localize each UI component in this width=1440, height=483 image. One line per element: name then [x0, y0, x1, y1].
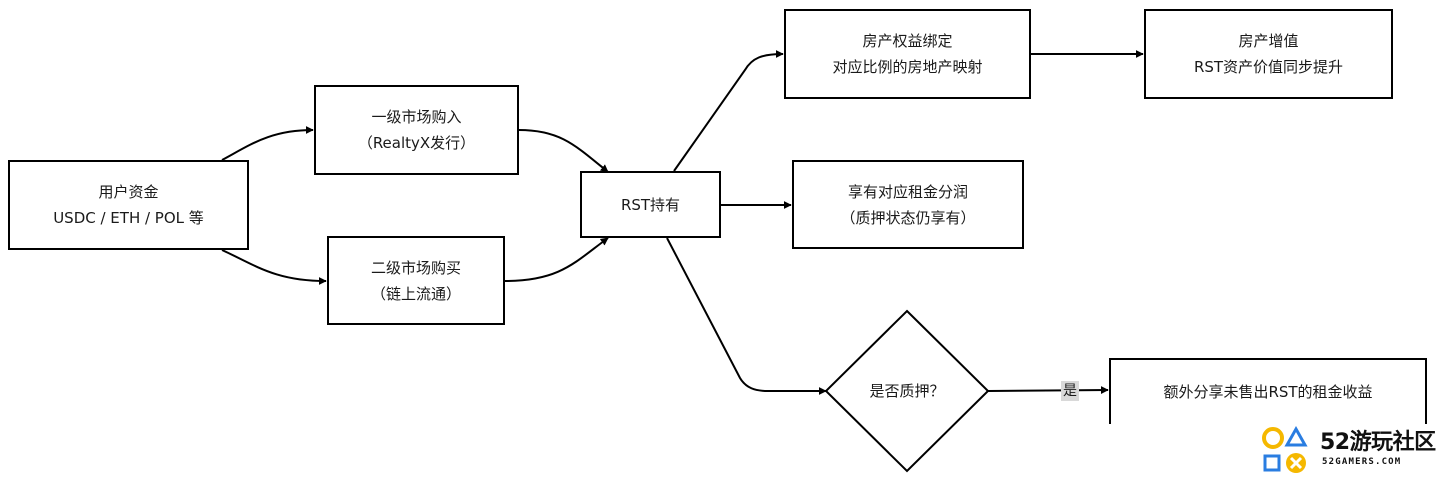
- property-appreciation-subtitle: RST资产价值同步提升: [1193, 58, 1344, 76]
- edge-rst-to-decision: [666, 237, 827, 395]
- edge-primary-to-rst: [518, 129, 609, 173]
- property-binding-title: 房产权益绑定: [862, 32, 953, 50]
- property-binding-subtitle: 对应比例的房地产映射: [832, 58, 983, 76]
- extra-share-title: 额外分享未售出RST的租金收益: [1163, 383, 1373, 401]
- user-funds-title: 用户资金: [98, 183, 159, 201]
- yes-edge-label: 是: [1061, 381, 1079, 401]
- gamepad-symbols-icon: [1262, 425, 1308, 473]
- watermark-domain: 52GAMERS.COM: [1322, 457, 1402, 467]
- rst-holding-node: RST持有: [580, 171, 721, 238]
- extra-share-node: 额外分享未售出RST的租金收益: [1109, 358, 1427, 424]
- user-funds-node: 用户资金 USDC / ETH / POL 等: [8, 160, 249, 250]
- edge-decision-to-extra: [987, 386, 1109, 395]
- rent-share-node: 享有对应租金分润 （质押状态仍享有）: [792, 160, 1024, 249]
- rent-share-subtitle: （质押状态仍享有）: [840, 208, 976, 227]
- edge-funds-to-secondary: [221, 249, 327, 285]
- user-funds-subtitle: USDC / ETH / POL 等: [53, 209, 204, 227]
- secondary-market-node: 二级市场购买 （链上流通）: [327, 236, 505, 325]
- property-binding-node: 房产权益绑定 对应比例的房地产映射: [784, 9, 1031, 99]
- secondary-market-title: 二级市场购买: [370, 258, 461, 277]
- primary-market-node: 一级市场购入 （RealtyX发行）: [314, 85, 519, 175]
- edge-rst-to-binding: [673, 50, 784, 172]
- watermark-brand: 52游玩社区: [1320, 430, 1436, 455]
- property-appreciation-node: 房产增值 RST资产价值同步提升: [1144, 9, 1393, 99]
- edge-secondary-to-rst: [504, 237, 609, 282]
- primary-market-title: 一级市场购入: [371, 108, 462, 126]
- staking-decision-shape: [824, 309, 990, 473]
- staking-decision-label: 是否质押？: [869, 382, 945, 400]
- primary-market-subtitle: （RealtyX发行）: [357, 134, 476, 152]
- property-appreciation-title: 房产增值: [1238, 32, 1299, 50]
- rent-share-title: 享有对应租金分润: [847, 182, 968, 201]
- secondary-market-subtitle: （链上流通）: [370, 284, 461, 303]
- rst-holding-title: RST持有: [620, 195, 681, 214]
- edge-funds-to-primary: [221, 126, 314, 161]
- watermark-logo: 52游玩社区 52GAMERS.COM: [1258, 424, 1438, 476]
